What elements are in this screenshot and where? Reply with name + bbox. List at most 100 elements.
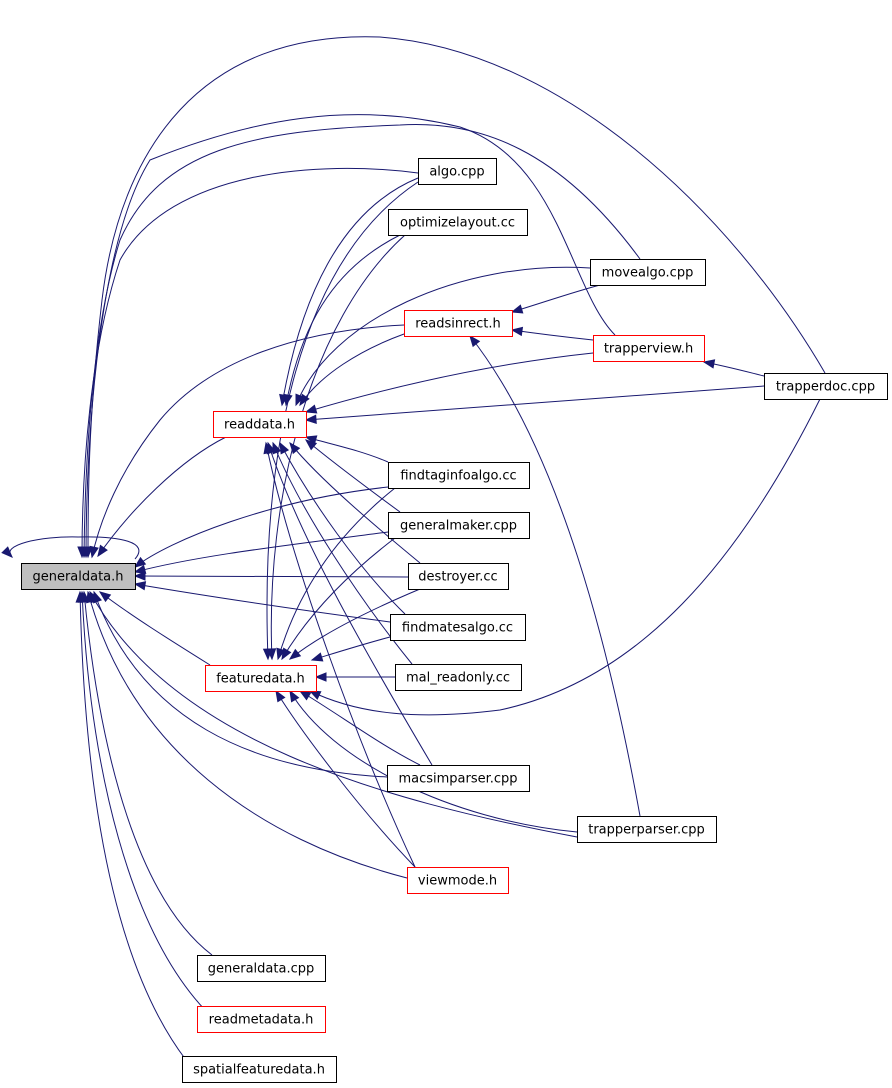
edge-line xyxy=(9,536,140,560)
node-generaldata-h[interactable]: generaldata.h xyxy=(21,563,136,590)
edge-arrowhead-icon xyxy=(281,647,292,661)
edge-arrowhead-icon xyxy=(298,690,312,701)
edge-line xyxy=(83,123,641,558)
node-box[interactable] xyxy=(395,664,522,691)
node-box[interactable] xyxy=(388,209,528,236)
node-box[interactable] xyxy=(21,563,136,590)
edge-trapperdoc-cpp-to-readdata-h xyxy=(304,385,765,424)
edge-destroyer-cc-to-featuredata-h xyxy=(288,588,421,660)
edge-featuredata-h-to-generaldata-h xyxy=(98,591,211,666)
edge-arrowhead-icon xyxy=(1,546,13,558)
node-label: movealgo.cpp xyxy=(602,266,694,281)
node-label: findtaginfoalgo.cc xyxy=(400,469,516,484)
edge-line xyxy=(281,177,419,406)
node-optimizelayout-cc[interactable]: optimizelayout.cc xyxy=(388,209,528,236)
edge-arrowhead-icon xyxy=(75,590,85,603)
edge-line xyxy=(97,436,227,557)
edge-arrowhead-icon xyxy=(702,359,716,369)
edge-arrowhead-icon xyxy=(314,672,327,682)
node-readsinrect-h[interactable]: readsinrect.h xyxy=(404,310,513,337)
edge-macsimparser-cpp-to-readdata-h xyxy=(266,441,433,766)
node-findtaginfoalgo-cc[interactable]: findtaginfoalgo.cc xyxy=(388,462,530,489)
node-box[interactable] xyxy=(213,411,307,438)
node-mal-readonly-cc[interactable]: mal_readonly.cc xyxy=(395,664,522,691)
edge-arrowhead-icon xyxy=(510,304,524,314)
node-trapperview-h[interactable]: trapperview.h xyxy=(593,335,705,362)
node-findmatesalgo-cc[interactable]: findmatesalgo.cc xyxy=(390,614,526,641)
edge-trapperview-h-to-readsinrect-h xyxy=(510,326,594,341)
edge-findmatesalgo-cc-to-generaldata-h xyxy=(133,581,391,623)
node-box[interactable] xyxy=(197,955,326,982)
node-box[interactable] xyxy=(593,335,705,362)
edge-algo-cpp-to-generaldata-h xyxy=(77,167,419,559)
edge-line xyxy=(85,114,616,558)
edge-readsinrect-h-to-generaldata-h xyxy=(89,324,405,559)
node-spatialfeaturedata-h[interactable]: spatialfeaturedata.h xyxy=(182,1056,337,1083)
node-box[interactable] xyxy=(407,867,509,894)
node-viewmode-h[interactable]: viewmode.h xyxy=(407,867,509,894)
node-label: spatialfeaturedata.h xyxy=(193,1063,325,1078)
edge-trapperdoc-cpp-to-trapperview-h xyxy=(702,359,765,377)
node-readdata-h[interactable]: readdata.h xyxy=(213,411,307,438)
node-box[interactable] xyxy=(404,310,513,337)
edge-arrowhead-icon xyxy=(263,441,273,455)
node-box[interactable] xyxy=(197,1006,326,1033)
edge-arrowhead-icon xyxy=(275,689,286,703)
edge-line xyxy=(299,333,405,406)
node-label: generaldata.h xyxy=(32,570,123,585)
node-macsimparser-cpp[interactable]: macsimparser.cpp xyxy=(387,765,530,792)
node-box[interactable] xyxy=(388,512,530,539)
node-box[interactable] xyxy=(577,816,717,843)
edge-macsimparser-cpp-to-featuredata-h xyxy=(298,690,421,766)
node-trapperdoc-cpp[interactable]: trapperdoc.cpp xyxy=(764,373,888,400)
node-box[interactable] xyxy=(418,158,497,185)
edge-arrowhead-icon xyxy=(133,556,147,568)
edge-readdata-h-to-generaldata-h xyxy=(97,436,227,558)
edge-line xyxy=(279,442,406,615)
edge-line xyxy=(134,583,391,623)
edge-generalmaker-cpp-to-featuredata-h xyxy=(281,537,396,661)
edge-line xyxy=(87,591,408,879)
node-box[interactable] xyxy=(387,765,530,792)
node-destroyer-cc[interactable]: destroyer.cc xyxy=(408,563,509,590)
edge-arrowhead-icon xyxy=(283,393,293,407)
node-box[interactable] xyxy=(388,462,530,489)
node-box[interactable] xyxy=(590,259,706,286)
node-label: optimizelayout.cc xyxy=(400,216,515,231)
edge-line xyxy=(79,591,187,1061)
node-movealgo-cpp[interactable]: movealgo.cpp xyxy=(590,259,706,286)
edge-destroyer-cc-to-generaldata-h xyxy=(133,571,409,581)
node-label: featuredata.h xyxy=(216,672,305,687)
node-generalmaker-cpp[interactable]: generalmaker.cpp xyxy=(388,512,530,539)
edge-arrowhead-icon xyxy=(469,334,481,348)
node-readmetadata-h[interactable]: readmetadata.h xyxy=(197,1006,326,1033)
node-featuredata-h[interactable]: featuredata.h xyxy=(205,665,317,692)
node-trapperparser-cpp[interactable]: trapperparser.cpp xyxy=(577,816,717,843)
edge-readmetadata-h-to-generaldata-h xyxy=(77,590,206,1011)
node-label: trapperdoc.cpp xyxy=(776,380,875,395)
edge-line xyxy=(289,588,421,660)
edge-arrowhead-icon xyxy=(89,545,99,559)
node-algo-cpp[interactable]: algo.cpp xyxy=(418,158,497,185)
edge-line xyxy=(295,266,591,406)
node-box[interactable] xyxy=(390,614,526,641)
node-box[interactable] xyxy=(205,665,317,692)
edge-line xyxy=(266,181,419,660)
edge-arrowhead-icon xyxy=(304,435,318,445)
edge-line xyxy=(275,690,416,868)
edge-arrowhead-icon xyxy=(304,439,318,451)
edges-layer xyxy=(1,36,826,1061)
edge-findtaginfoalgo-cc-to-readdata-h xyxy=(304,435,389,463)
edge-arrowhead-icon xyxy=(133,571,146,581)
node-generaldata-cpp[interactable]: generaldata.cpp xyxy=(197,955,326,982)
edge-arrowhead-icon xyxy=(310,652,324,662)
edge-arrowhead-icon xyxy=(304,404,318,414)
node-label: generaldata.cpp xyxy=(208,962,314,977)
node-box[interactable] xyxy=(408,563,509,590)
edge-trapperparser-cpp-to-readsinrect-h xyxy=(469,334,641,817)
node-box[interactable] xyxy=(182,1056,337,1083)
edge-viewmode-h-to-featuredata-h xyxy=(275,689,416,868)
edge-generalmaker-cpp-to-readdata-h xyxy=(304,439,401,513)
node-box[interactable] xyxy=(764,373,888,400)
node-label: mal_readonly.cc xyxy=(406,671,510,686)
